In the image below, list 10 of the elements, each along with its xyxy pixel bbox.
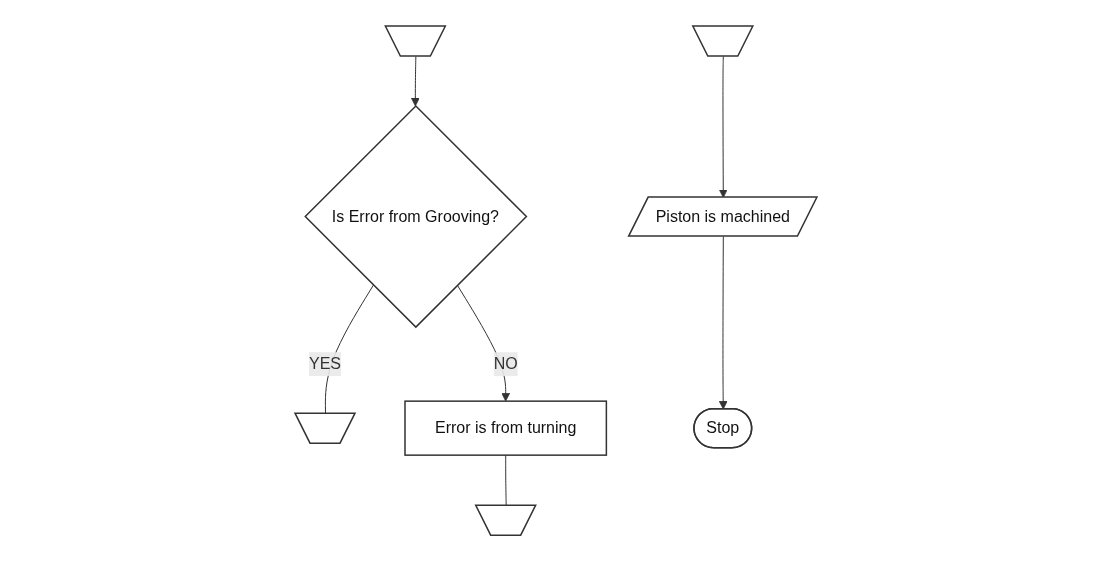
- node-chevron: [293, 412, 357, 445]
- node-diamond: Is Error from Grooving?: [304, 105, 528, 329]
- edge-label: NO: [493, 355, 518, 373]
- edge-label: YES: [309, 355, 342, 373]
- node-box: Error is from turning: [404, 400, 608, 457]
- node-chevron: [384, 25, 447, 58]
- node-chevron: [474, 504, 537, 537]
- arrow: [718, 236, 728, 410]
- arrow: [410, 56, 420, 107]
- node-chevron: [691, 25, 755, 58]
